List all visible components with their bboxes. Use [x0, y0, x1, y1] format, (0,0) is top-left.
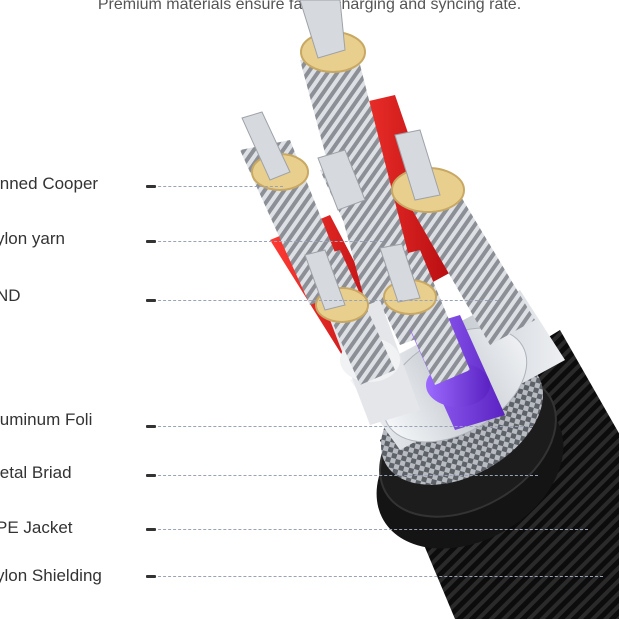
tick-mark [146, 299, 156, 302]
label-nylon-yarn: ylon yarn [0, 229, 65, 248]
tick-mark [146, 240, 156, 243]
leader-line [146, 474, 538, 477]
leader-line [146, 240, 383, 243]
tick-mark [146, 185, 156, 188]
leader-line [146, 575, 603, 578]
label-gnd: ND [0, 286, 21, 305]
label-tinned-copper: inned Cooper [0, 174, 99, 193]
label-metal-braid: letal Briad [0, 463, 72, 482]
leader-line [146, 425, 533, 428]
tick-mark [146, 575, 156, 578]
label-pe-jacket: PE Jacket [0, 518, 73, 537]
leader-line [146, 528, 588, 531]
leader-line [146, 299, 498, 302]
label-nylon-shielding: ylon Shielding [0, 566, 102, 585]
tick-mark [146, 474, 156, 477]
label-aluminum-foil: luminum Foli [0, 410, 93, 429]
tick-mark [146, 528, 156, 531]
leader-line [146, 185, 283, 188]
tick-mark [146, 425, 156, 428]
